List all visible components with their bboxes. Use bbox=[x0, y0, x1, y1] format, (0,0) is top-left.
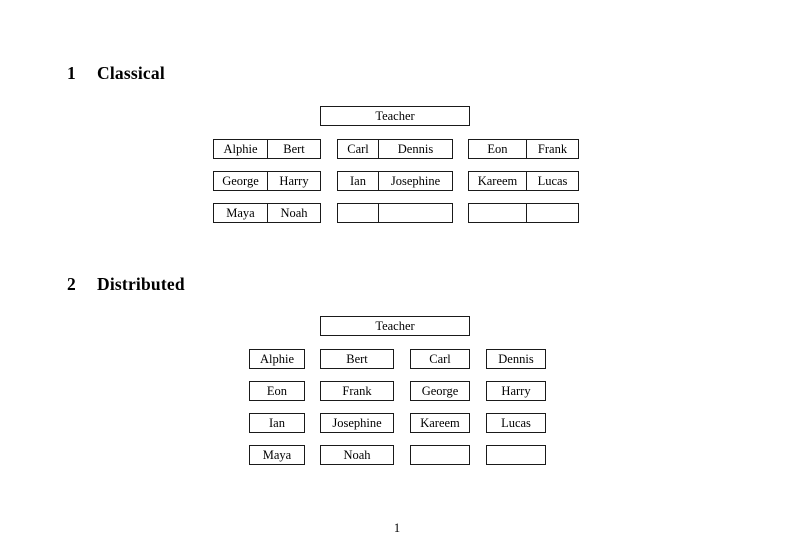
student-cell[interactable]: Kareem bbox=[420, 416, 460, 430]
student-cell[interactable]: Noah bbox=[267, 204, 320, 222]
student-cell[interactable]: Lucas bbox=[526, 172, 578, 190]
student-cell[interactable]: Dennis bbox=[378, 140, 452, 158]
student-cell[interactable]: Ian bbox=[269, 416, 285, 430]
group-spacer bbox=[321, 171, 337, 189]
student-cell[interactable]: Noah bbox=[343, 448, 371, 462]
group-spacer bbox=[305, 381, 320, 399]
student-group-box[interactable]: Alphie Bert bbox=[213, 139, 321, 159]
student-group-box[interactable]: Carl bbox=[410, 349, 470, 369]
student-group-box[interactable]: Eon bbox=[249, 381, 305, 401]
student-cell[interactable]: Kareem bbox=[477, 174, 518, 188]
group-spacer bbox=[305, 349, 320, 367]
student-group-box[interactable]: Harry bbox=[486, 381, 546, 401]
student-group-box[interactable]: Alphie bbox=[249, 349, 305, 369]
student-cell[interactable]: Alphie bbox=[259, 352, 295, 366]
student-group-box[interactable] bbox=[468, 203, 579, 223]
student-cell[interactable]: Bert bbox=[346, 352, 368, 366]
group-spacer bbox=[394, 349, 410, 367]
student-group-box[interactable]: Frank bbox=[320, 381, 394, 401]
student-cell[interactable]: George bbox=[421, 384, 459, 398]
section-number: 1 bbox=[67, 63, 76, 83]
student-cell[interactable]: Josephine bbox=[378, 172, 452, 190]
box-row: Ian Josephine Kareem Lucas bbox=[249, 413, 546, 433]
box-row: Alphie Bert Carl Dennis Eon Frank bbox=[213, 139, 579, 159]
section-heading-classical: 1 Classical bbox=[67, 63, 165, 84]
student-group-box[interactable]: Kareem Lucas bbox=[468, 171, 579, 191]
student-cell[interactable]: Eon bbox=[487, 142, 508, 156]
group-spacer bbox=[453, 139, 468, 157]
student-group-box[interactable] bbox=[410, 445, 470, 465]
student-cell[interactable]: Ian bbox=[350, 174, 366, 188]
student-group-box[interactable]: Maya Noah bbox=[213, 203, 321, 223]
box-row: Alphie Bert Carl Dennis bbox=[249, 349, 546, 369]
box-row: Maya Noah bbox=[213, 203, 579, 223]
empty-cell[interactable] bbox=[487, 446, 545, 464]
group-spacer bbox=[470, 349, 486, 367]
group-spacer bbox=[394, 445, 410, 463]
student-cell[interactable]: Josephine bbox=[332, 416, 382, 430]
empty-cell[interactable] bbox=[411, 446, 469, 464]
box-row: Eon Frank George Harry bbox=[249, 381, 546, 401]
student-cell[interactable]: Maya bbox=[226, 206, 255, 220]
student-cell[interactable]: Alphie bbox=[223, 142, 258, 156]
group-spacer bbox=[470, 381, 486, 399]
student-cell[interactable]: Lucas bbox=[501, 416, 531, 430]
student-group-box[interactable]: Josephine bbox=[320, 413, 394, 433]
group-spacer bbox=[453, 203, 468, 221]
student-cell[interactable]: Carl bbox=[429, 352, 451, 366]
student-cell[interactable]: George bbox=[222, 174, 259, 188]
group-spacer bbox=[305, 445, 320, 463]
student-group-box[interactable]: George Harry bbox=[213, 171, 321, 191]
box-row: Maya Noah bbox=[249, 445, 546, 465]
group-spacer bbox=[394, 381, 410, 399]
student-group-box[interactable]: Eon Frank bbox=[468, 139, 579, 159]
teacher-box[interactable]: Teacher bbox=[320, 316, 470, 336]
student-cell[interactable]: Frank bbox=[342, 384, 372, 398]
student-group-box[interactable]: George bbox=[410, 381, 470, 401]
student-group-box[interactable]: Noah bbox=[320, 445, 394, 465]
section-heading-distributed: 2 Distributed bbox=[67, 274, 185, 295]
student-group-box[interactable]: Dennis bbox=[486, 349, 546, 369]
section-number: 2 bbox=[67, 274, 76, 294]
empty-cell[interactable] bbox=[526, 204, 578, 222]
student-group-box[interactable]: Bert bbox=[320, 349, 394, 369]
student-cell[interactable]: Maya bbox=[262, 448, 292, 462]
group-spacer bbox=[321, 139, 337, 157]
student-cell[interactable]: Eon bbox=[266, 384, 288, 398]
student-cell[interactable]: Frank bbox=[526, 140, 578, 158]
teacher-box[interactable]: Teacher bbox=[320, 106, 470, 126]
group-spacer bbox=[470, 413, 486, 431]
group-spacer bbox=[321, 203, 337, 221]
section-title: Classical bbox=[97, 63, 165, 83]
empty-cell[interactable] bbox=[338, 204, 378, 222]
student-group-box[interactable]: Kareem bbox=[410, 413, 470, 433]
page-number: 1 bbox=[393, 521, 401, 535]
student-group-box[interactable]: Lucas bbox=[486, 413, 546, 433]
group-spacer bbox=[305, 413, 320, 431]
group-spacer bbox=[453, 171, 468, 189]
student-cell[interactable]: Bert bbox=[267, 140, 320, 158]
empty-cell[interactable] bbox=[469, 204, 526, 222]
student-cell[interactable]: Harry bbox=[267, 172, 320, 190]
box-row: George Harry Ian Josephine Kareem Lucas bbox=[213, 171, 579, 191]
student-group-box[interactable]: Carl Dennis bbox=[337, 139, 453, 159]
empty-cell[interactable] bbox=[378, 204, 452, 222]
student-cell[interactable]: Carl bbox=[347, 142, 369, 156]
group-spacer bbox=[470, 445, 486, 463]
student-cell[interactable]: Harry bbox=[501, 384, 531, 398]
student-group-box[interactable]: Ian bbox=[249, 413, 305, 433]
student-group-box[interactable] bbox=[337, 203, 453, 223]
group-spacer bbox=[394, 413, 410, 431]
section-title: Distributed bbox=[97, 274, 185, 294]
student-group-box[interactable]: Maya bbox=[249, 445, 305, 465]
student-group-box[interactable] bbox=[486, 445, 546, 465]
student-group-box[interactable]: Ian Josephine bbox=[337, 171, 453, 191]
student-cell[interactable]: Dennis bbox=[498, 352, 534, 366]
